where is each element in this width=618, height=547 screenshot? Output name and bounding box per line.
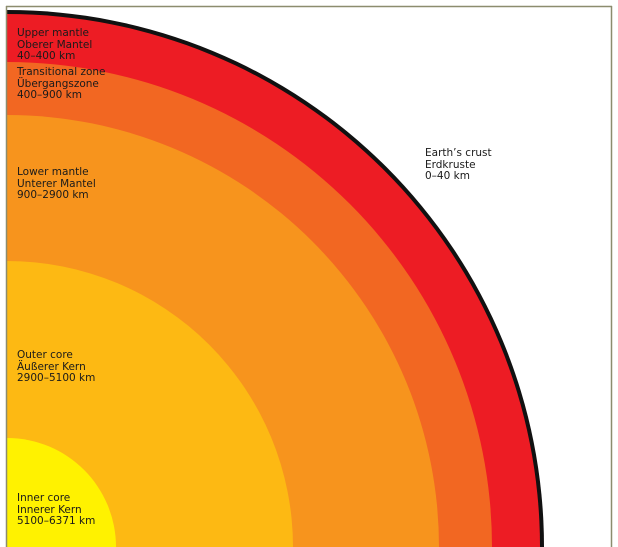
upper-mantle-label-range: 40–400 km	[17, 50, 76, 62]
lower-mantle-label-en: Lower mantle	[17, 166, 89, 178]
outer-core-label-range: 2900–5100 km	[17, 372, 96, 384]
lower-mantle-label-de: Unterer Mantel	[17, 177, 96, 190]
lower-mantle-label-range: 900–2900 km	[17, 189, 89, 201]
outer-core-label: Outer core Äußerer Kern 2900–5100 km	[17, 349, 96, 385]
inner-core-layer	[7, 438, 116, 547]
transitional-zone-label-en: Transitional zone	[17, 66, 106, 78]
inner-core-label: Inner core Innerer Kern 5100–6371 km	[17, 492, 96, 528]
crust-label-de: Erdkruste	[425, 158, 476, 171]
crust-label: Earth’s crust Erdkruste 0–40 km	[425, 147, 492, 183]
inner-core-label-en: Inner core	[17, 492, 71, 504]
transitional-zone-label: Transitional zone Übergangszone 400–900 …	[17, 66, 106, 102]
inner-core-label-de: Innerer Kern	[17, 503, 82, 516]
inner-core-label-range: 5100–6371 km	[17, 515, 96, 527]
upper-mantle-label-de: Oberer Mantel	[17, 38, 93, 51]
crust-label-range: 0–40 km	[425, 170, 470, 182]
upper-mantle-label-en: Upper mantle	[17, 27, 89, 39]
transitional-zone-label-de: Übergangszone	[17, 77, 99, 90]
lower-mantle-label: Lower mantle Unterer Mantel 900–2900 km	[17, 166, 96, 202]
outer-core-label-de: Äußerer Kern	[17, 360, 86, 373]
transitional-zone-label-range: 400–900 km	[17, 89, 82, 101]
crust-label-en: Earth’s crust	[425, 147, 492, 159]
outer-core-label-en: Outer core	[17, 349, 73, 361]
upper-mantle-label: Upper mantle Oberer Mantel 40–400 km	[17, 27, 93, 63]
